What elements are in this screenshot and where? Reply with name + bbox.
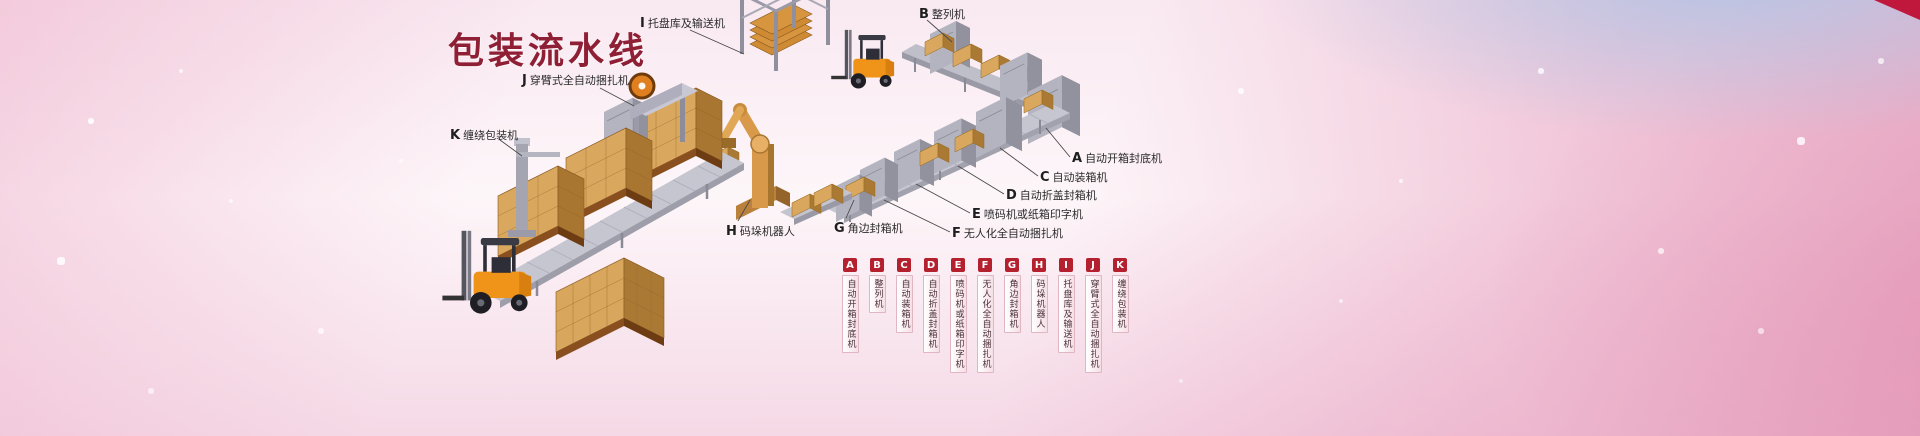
- legend-letter: H: [1032, 258, 1046, 272]
- legend-label: 自动装箱机: [895, 275, 913, 333]
- legend-letter: G: [1005, 258, 1019, 272]
- legend-label: 缠绕包装机: [1111, 275, 1129, 333]
- callout-text: 托盘库及输送机: [647, 17, 725, 30]
- legend-letter: E: [951, 258, 965, 272]
- callout-letter: I: [640, 16, 645, 31]
- callout-text: 喷码机或纸箱印字机: [983, 208, 1083, 221]
- legend-letter: I: [1059, 258, 1073, 272]
- legend-label: 穿臂式全自动捆扎机: [1084, 275, 1102, 373]
- callout-text: 自动折盖封箱机: [1019, 189, 1097, 202]
- legend-letter: B: [870, 258, 884, 272]
- callout-letter: C: [1040, 170, 1050, 185]
- legend-item-k: K 缠绕包装机: [1111, 258, 1129, 333]
- legend-label: 喷码机或纸箱印字机: [949, 275, 967, 373]
- legend-item-e: E 喷码机或纸箱印字机: [949, 258, 967, 373]
- callout-letter: J: [522, 73, 527, 88]
- callout-text: 自动开箱封底机: [1085, 152, 1163, 165]
- legend-label: 角边封箱机: [1003, 275, 1021, 333]
- callout-letter: F: [952, 226, 961, 241]
- callout-text: 码垛机器人: [739, 225, 795, 238]
- forklift-bottom: [442, 230, 532, 314]
- callout-text: 整列机: [931, 8, 965, 21]
- legend-item-f: F 无人化全自动捆扎机: [976, 258, 994, 373]
- carton-pile: [555, 257, 665, 360]
- legend-letter: J: [1086, 258, 1100, 272]
- forklift-top: [831, 29, 895, 89]
- legend-item-g: G 角边封箱机: [1003, 258, 1021, 333]
- callout-text: 自动装箱机: [1052, 171, 1108, 184]
- legend-label: 自动开箱封底机: [841, 275, 859, 353]
- pallet-warehouse: [740, 0, 830, 71]
- wrapping-machine: [508, 138, 560, 237]
- legend-letter: D: [924, 258, 938, 272]
- legend-item-c: C 自动装箱机: [895, 258, 913, 333]
- legend-label: 码垛机器人: [1030, 275, 1048, 333]
- callout-text: 无人化全自动捆扎机: [963, 227, 1063, 240]
- legend-label: 自动折盖封箱机: [922, 275, 940, 353]
- callout-text: 角边封箱机: [847, 222, 903, 235]
- legend: A 自动开箱封底机 B 整列机 C 自动装箱机 D 自动折盖封箱机 E 喷码机或…: [841, 258, 1129, 373]
- callout-letter: B: [919, 7, 929, 22]
- legend-label: 无人化全自动捆扎机: [976, 275, 994, 373]
- legend-item-j: J 穿臂式全自动捆扎机: [1084, 258, 1102, 373]
- callout-letter: K: [450, 128, 461, 143]
- legend-item-i: I 托盘库及输送机: [1057, 258, 1075, 353]
- callout-text: 缠绕包装机: [463, 129, 519, 142]
- legend-letter: A: [843, 258, 857, 272]
- corner-sealer-conveyor: [780, 183, 852, 225]
- legend-letter: K: [1113, 258, 1127, 272]
- callout-letter: H: [726, 224, 737, 239]
- machines-cdefg: [835, 89, 1054, 223]
- legend-item-b: B 整列机: [868, 258, 886, 313]
- callout-letter: G: [834, 221, 845, 236]
- palletizing-robot: [709, 103, 790, 220]
- legend-item-h: H 码垛机器人: [1030, 258, 1048, 333]
- legend-letter: C: [897, 258, 911, 272]
- callout-letter: E: [972, 207, 981, 222]
- page-title: 包装流水线: [448, 31, 649, 72]
- callout-letter: A: [1072, 151, 1083, 166]
- legend-label: 托盘库及输送机: [1057, 275, 1075, 353]
- callout-letter: D: [1006, 188, 1017, 203]
- callout-lines: [499, 19, 1071, 233]
- callout-text: 穿臂式全自动捆扎机: [529, 74, 629, 87]
- legend-letter: F: [978, 258, 992, 272]
- legend-item-d: D 自动折盖封箱机: [922, 258, 940, 353]
- legend-item-a: A 自动开箱封底机: [841, 258, 859, 353]
- legend-label: 整列机: [868, 275, 886, 313]
